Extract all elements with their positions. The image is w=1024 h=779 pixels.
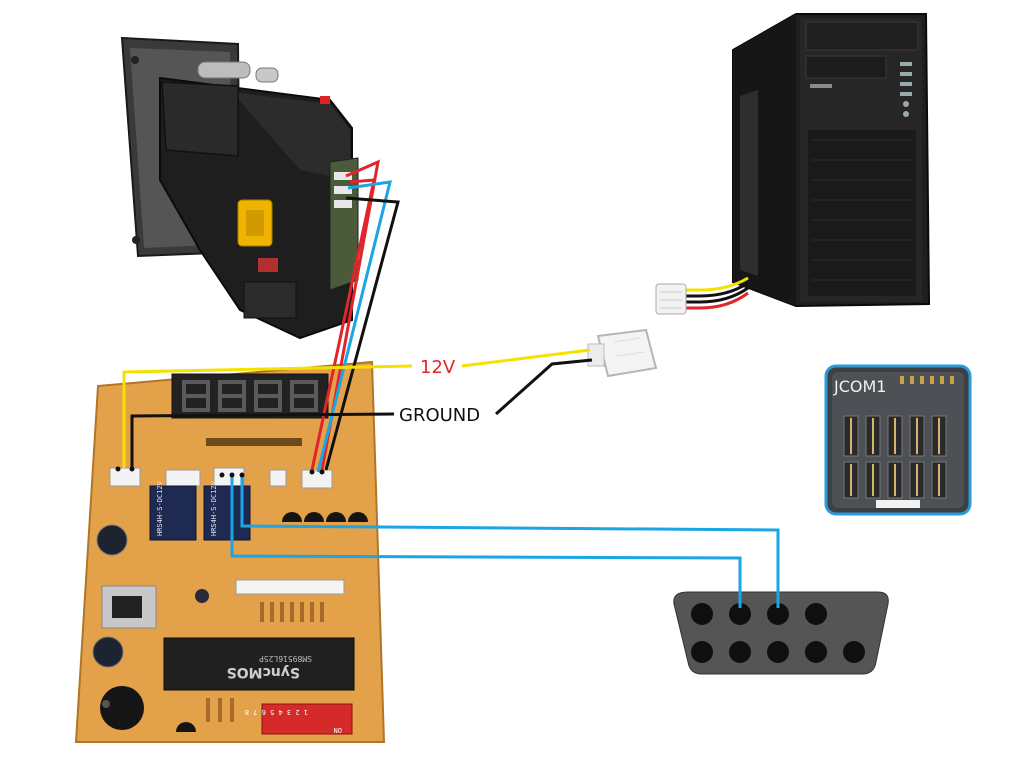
relay-1-text: HRS4H-S-DC12V [156, 480, 164, 536]
mcu-chip [163, 637, 355, 691]
pc-tower [732, 13, 931, 308]
coin-acceptor [120, 36, 359, 340]
capacitor-1 [96, 524, 128, 556]
label-12v: 12V [420, 357, 456, 378]
signal-wire-2 [240, 476, 780, 608]
molex-connector-middle [587, 328, 658, 378]
controller-pcb: HRS4H-S-DC12V HRS4H-S-DC12V SyncMOS [74, 360, 386, 743]
mcu-part-text: SM89516L25P [259, 654, 312, 663]
signal-wire-1 [230, 476, 742, 608]
molex-connector-tower [655, 283, 687, 315]
connection-dots [115, 466, 325, 478]
db9-pin-2 [729, 603, 751, 625]
db9-pin-6 [691, 641, 713, 663]
label-ground: GROUND [399, 405, 480, 426]
mcu-brand-text: SyncMOS [227, 664, 300, 680]
red-wire-2 [310, 178, 376, 471]
black-wire-coin [324, 196, 400, 471]
db9-pin-8 [767, 641, 789, 663]
relay-2-text: HRS4H-S-DC12V [210, 480, 218, 536]
jcom1-inset: JCOM1 [824, 364, 972, 516]
dip-switch-on: ON [334, 726, 342, 734]
jcom1-label: JCOM1 [833, 377, 886, 396]
db9-pin-7 [729, 641, 751, 663]
dip-switch-numbers: 1 2 3 4 5 6 7 8 [245, 708, 308, 716]
ground-wire [130, 358, 593, 468]
db9-pin-3 [767, 603, 789, 625]
db9-pin-1 [691, 603, 713, 625]
power-12v-wire [122, 348, 591, 468]
psu-cable [678, 276, 749, 310]
capacitor-2 [92, 636, 124, 668]
db9-pin-9 [805, 641, 827, 663]
dip-switch [261, 703, 353, 735]
blue-wire-coin [316, 180, 392, 473]
db9-pin-4 [805, 603, 827, 625]
buzzer [100, 686, 144, 730]
relay-1 [149, 485, 197, 541]
db9-pin-10 [843, 641, 865, 663]
db9-connector [673, 591, 889, 675]
